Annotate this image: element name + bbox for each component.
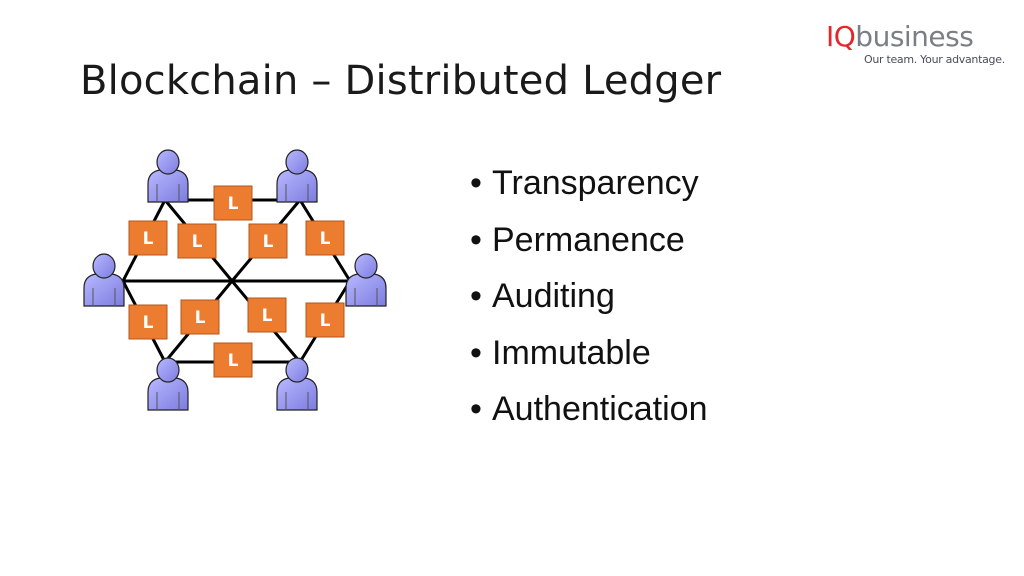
bullet-item: •Immutable (470, 325, 708, 382)
ledger-box: L (248, 223, 288, 259)
bullet-dot-icon: • (470, 277, 482, 315)
ledger-box: L (305, 220, 345, 256)
bullet-item: •Transparency (470, 155, 708, 212)
ledger-label: L (263, 232, 274, 252)
ledger-box: L (177, 223, 217, 259)
bullet-item: •Authentication (470, 381, 708, 438)
company-logo: IQbusiness Our team. Your advantage. (826, 20, 1005, 68)
ledger-label: L (320, 229, 331, 249)
bullet-dot-icon: • (470, 164, 482, 202)
person-icon (147, 149, 189, 203)
ledger-boxes: L L L L L L L L L L (128, 185, 345, 378)
logo-suffix: business (855, 20, 974, 53)
ledger-label: L (262, 306, 273, 326)
ledger-box: L (128, 220, 168, 256)
ledger-label: L (192, 232, 203, 252)
ledger-label: L (195, 308, 206, 328)
bullet-dot-icon: • (470, 220, 482, 259)
person-icon (276, 149, 318, 203)
person-icon (345, 253, 387, 307)
ledger-box: L (180, 299, 220, 335)
bullet-dot-icon: • (470, 390, 482, 428)
ledger-label: L (228, 351, 239, 371)
ledger-label: L (143, 229, 154, 249)
ledger-label: L (143, 313, 154, 333)
logo-tagline: Our team. Your advantage. (864, 53, 1005, 66)
ledger-box: L (128, 304, 168, 340)
ledger-box: L (213, 185, 253, 221)
ledger-box: L (247, 297, 287, 333)
ledger-label: L (228, 194, 239, 214)
slide-title: Blockchain – Distributed Ledger (80, 58, 722, 104)
ledger-box: L (213, 342, 253, 378)
person-icon (147, 357, 189, 411)
bullet-dot-icon: • (470, 333, 482, 372)
network-nodes (83, 149, 387, 411)
logo-wordmark: IQbusiness (826, 20, 974, 53)
bullet-item: •Permanence (470, 212, 708, 269)
ledger-label: L (320, 311, 331, 331)
bullet-item: •Auditing (470, 268, 708, 325)
bullet-list: •Transparency •Permanence •Auditing •Imm… (470, 155, 708, 438)
logo-prefix: IQ (826, 20, 856, 53)
ledger-box: L (305, 302, 345, 338)
person-icon (83, 253, 125, 307)
person-icon (276, 357, 318, 411)
